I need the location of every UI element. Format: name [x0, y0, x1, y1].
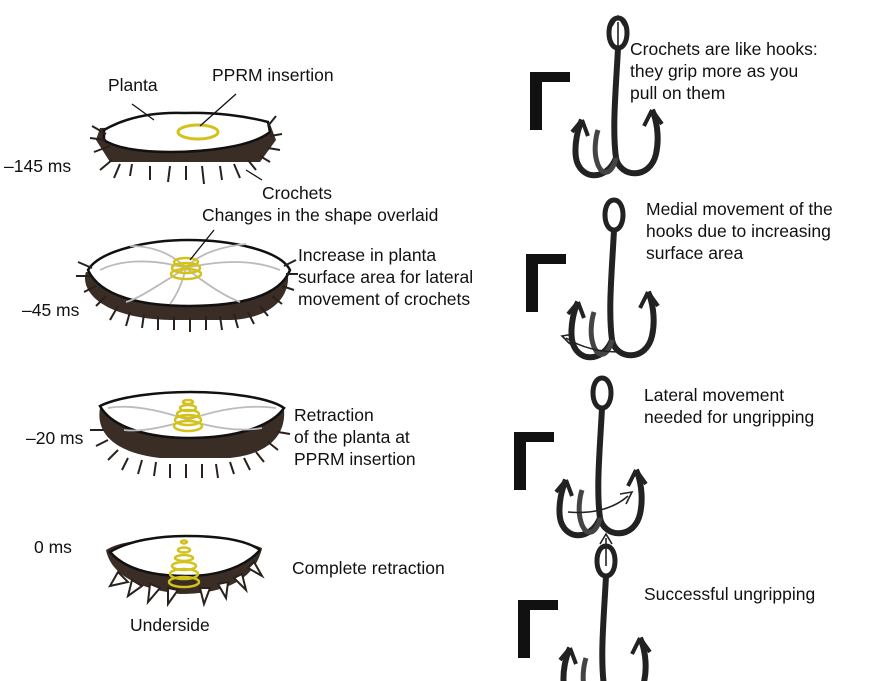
hook4-caption: Successful ungripping	[644, 583, 815, 605]
planta-stage1	[90, 94, 282, 184]
hook1-caption: Crochets are like hooks: they grip more …	[630, 38, 818, 104]
planta-stage3	[90, 392, 290, 478]
hook-4	[518, 546, 650, 681]
shape-overlaid-label: Changes in the shape overlaid	[202, 204, 438, 226]
hook-2	[526, 200, 658, 357]
stage4-description: Complete retraction	[292, 557, 445, 579]
time-label-0: 0 ms	[34, 536, 72, 558]
pprm-insertion-label: PPRM insertion	[212, 64, 334, 86]
time-label-20: –20 ms	[26, 427, 83, 449]
time-label-45: –45 ms	[22, 299, 79, 321]
crochets-label: Crochets	[262, 182, 332, 204]
leader-crochets	[246, 170, 262, 180]
planta-stage4	[106, 536, 262, 604]
planta-label: Planta	[108, 74, 158, 96]
underside-label: Underside	[130, 614, 210, 636]
planta-stage2	[76, 230, 298, 332]
hook3-caption: Lateral movement needed for ungripping	[644, 384, 814, 428]
hook2-caption: Medial movement of the hooks due to incr…	[646, 198, 833, 264]
stage3-description: Retraction of the planta at PPRM inserti…	[294, 404, 416, 470]
stage2-description: Increase in planta surface area for late…	[298, 244, 473, 310]
hook-3	[514, 378, 646, 535]
time-label-145: –145 ms	[4, 155, 71, 177]
